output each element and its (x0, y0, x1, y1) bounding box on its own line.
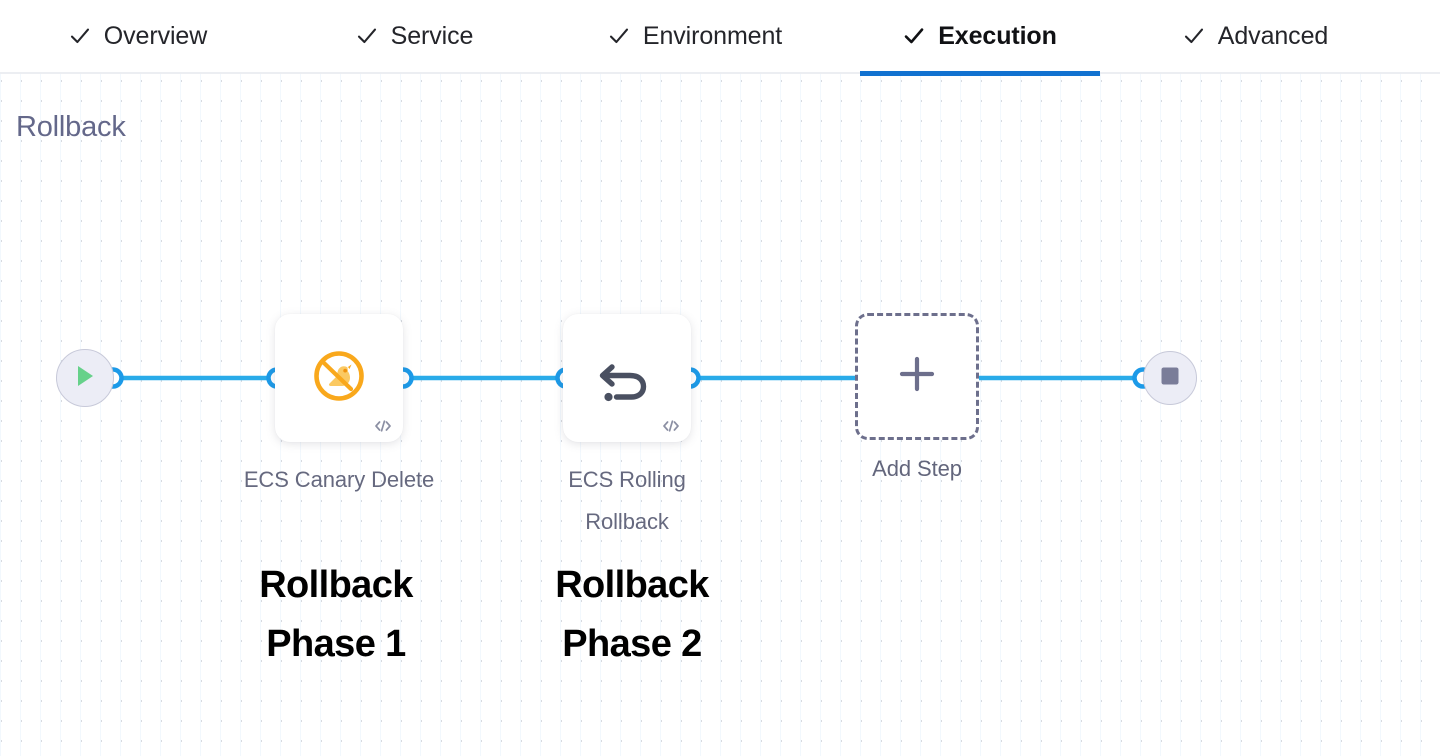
annotation-rollback-phase-1: Rollback Phase 1 (259, 564, 413, 665)
tab-label: Service (390, 22, 474, 50)
check-icon (356, 25, 378, 47)
tab-environment[interactable]: Environment (575, 0, 815, 74)
code-icon (661, 417, 681, 435)
pipeline-canvas[interactable]: Rollback (0, 74, 1440, 756)
step-node-ecs-canary-delete[interactable] (275, 314, 403, 442)
tab-label: Overview (103, 22, 208, 50)
tab-advanced[interactable]: Advanced (1148, 0, 1363, 74)
check-icon (903, 25, 925, 47)
stop-icon (1159, 365, 1181, 392)
annotation-rollback-phase-2: Rollback Phase 2 (555, 564, 709, 665)
check-icon (1183, 25, 1205, 47)
code-icon (373, 417, 393, 435)
pipeline-tab-bar: Overview Service Environment Execution (0, 0, 1440, 76)
tab-active-underline (860, 71, 1100, 76)
play-icon (74, 364, 96, 393)
pipeline-end-node[interactable] (1143, 351, 1197, 405)
step-caption-ecs-canary-delete: ECS Canary Delete (243, 467, 435, 492)
tab-label: Execution (938, 22, 1057, 50)
stage-title: Rollback (16, 111, 126, 143)
step-caption-ecs-rolling-rollback: ECS Rolling Rollback (568, 467, 686, 534)
tab-overview[interactable]: Overview (38, 0, 238, 74)
step-node-ecs-rolling-rollback[interactable] (563, 314, 691, 442)
pipeline-start-node[interactable] (56, 349, 114, 407)
tab-label: Advanced (1217, 22, 1329, 50)
plus-icon (898, 355, 936, 398)
rollback-arrow-icon (597, 347, 657, 410)
add-step-button[interactable] (855, 313, 979, 440)
add-step-label: Add Step (872, 456, 962, 481)
check-icon (69, 25, 91, 47)
tab-label: Environment (642, 22, 783, 50)
tab-service[interactable]: Service (322, 0, 507, 74)
ecs-canary-icon (311, 348, 367, 409)
check-icon (608, 25, 630, 47)
tab-execution[interactable]: Execution (860, 0, 1100, 76)
